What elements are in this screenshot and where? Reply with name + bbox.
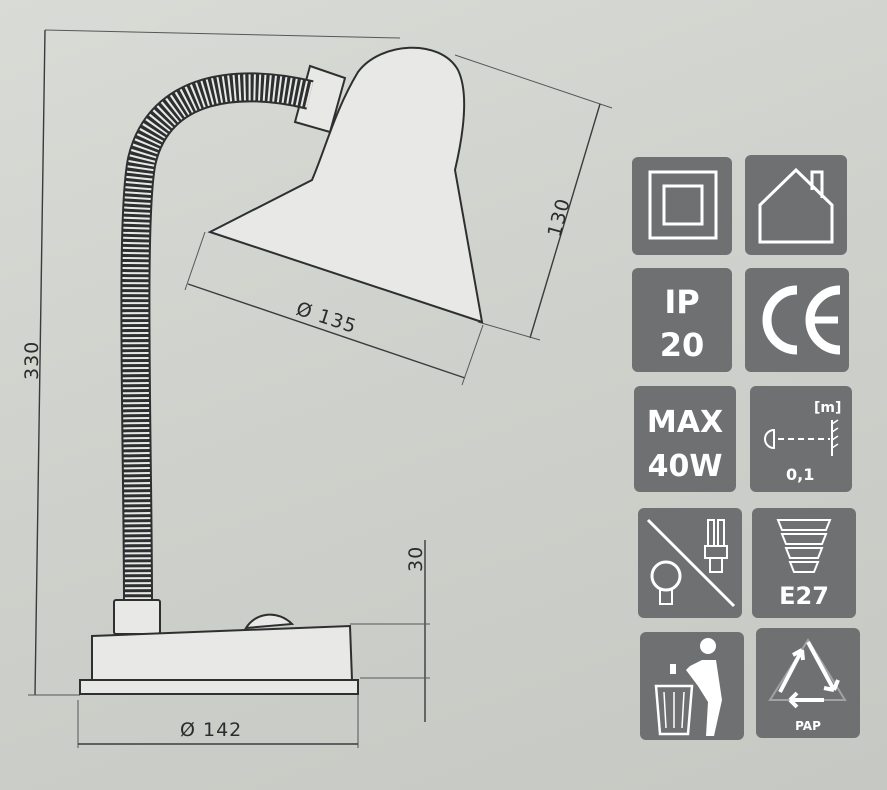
lamp-base bbox=[91, 624, 354, 686]
base-diameter-label: Ø 142 bbox=[180, 719, 242, 741]
max-wattage-label-max: MAX bbox=[647, 405, 723, 440]
class-ii-insulation-icon bbox=[632, 157, 732, 255]
ip-rating-icon: IP 20 bbox=[632, 268, 732, 372]
ip-rating-label-ip: IP bbox=[664, 283, 699, 321]
e27-socket-icon: E27 bbox=[752, 508, 856, 618]
dimension-shade-height: 130 bbox=[454, 54, 613, 341]
max-wattage-icon: MAX 40W bbox=[634, 386, 736, 492]
recycle-pap-icon: PAP bbox=[756, 628, 860, 738]
lamp-gooseneck bbox=[120, 72, 314, 606]
lamp-illustration bbox=[79, 46, 484, 695]
lamp-base-plate bbox=[79, 679, 359, 695]
ip-rating-label-value: 20 bbox=[660, 326, 705, 364]
icon-grid: IP 20 MAX 40W [m] 0,1 bbox=[632, 155, 860, 740]
min-distance-label-value: 0,1 bbox=[786, 465, 814, 484]
dimension-height-total: 330 bbox=[21, 29, 401, 696]
lamp-shade bbox=[207, 46, 484, 324]
shade-diameter-label: Ø 135 bbox=[293, 298, 359, 338]
e27-socket-label: E27 bbox=[779, 582, 829, 610]
lamp-stem-collar bbox=[113, 599, 161, 635]
base-height-label: 30 bbox=[405, 546, 427, 572]
min-distance-label-unit: [m] bbox=[814, 400, 841, 416]
dispose-properly-icon bbox=[640, 632, 744, 740]
not-suitable-cfl-icon bbox=[638, 508, 742, 618]
lamp-switch bbox=[244, 613, 295, 630]
recycle-pap-label: PAP bbox=[795, 719, 821, 733]
dimension-base-height: 30 bbox=[350, 540, 430, 722]
max-wattage-label-value: 40W bbox=[648, 449, 723, 484]
indoor-use-icon bbox=[745, 155, 847, 255]
shade-height-label: 130 bbox=[544, 196, 575, 240]
min-distance-icon: [m] 0,1 bbox=[750, 386, 852, 492]
ce-mark-icon bbox=[745, 268, 849, 372]
dimension-base-diameter: Ø 142 bbox=[77, 690, 359, 748]
height-total-label: 330 bbox=[21, 341, 43, 380]
